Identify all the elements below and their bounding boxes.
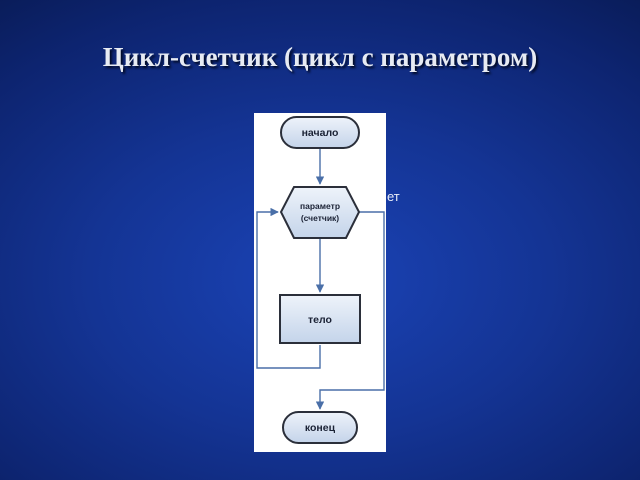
arrow-body-return-loop xyxy=(256,207,321,369)
end-terminator xyxy=(282,411,358,444)
body-label: тело xyxy=(308,314,332,326)
end-label: конец xyxy=(305,422,336,434)
loop-label-line2: (счетчик) xyxy=(301,213,339,223)
slide-title: Цикл-счетчик (цикл с параметром) xyxy=(102,42,538,72)
body-process-box xyxy=(279,294,361,344)
start-label: начало xyxy=(302,127,339,139)
loop-label-line1: параметр xyxy=(300,201,340,211)
arrow-loop-exit-to-end xyxy=(315,211,385,410)
start-terminator xyxy=(280,116,360,149)
loop-parameter-hexagon xyxy=(279,186,361,239)
partial-text-fragment: ет xyxy=(387,189,400,204)
